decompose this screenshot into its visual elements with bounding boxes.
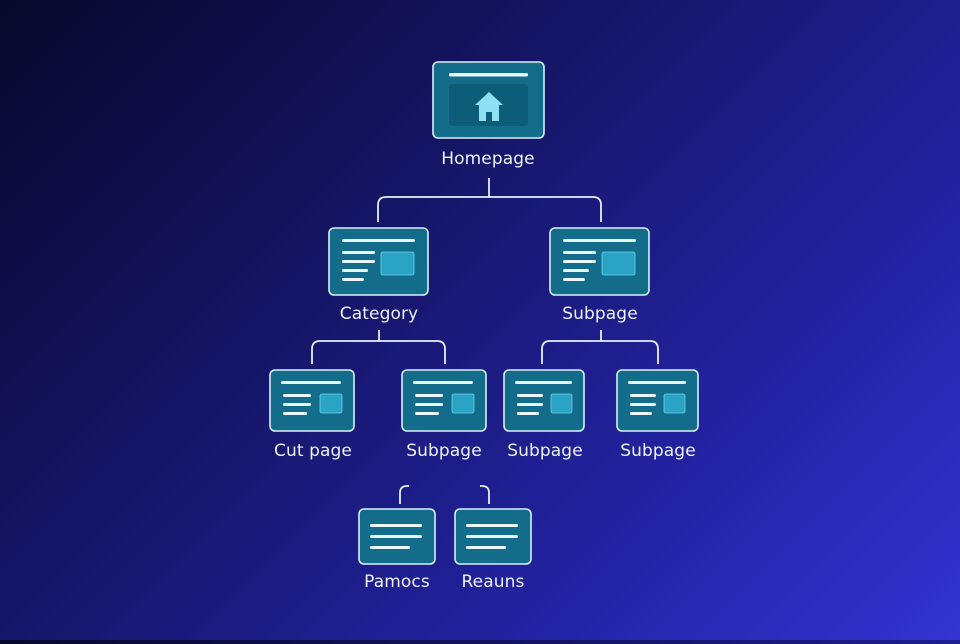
label-subpage-right-a: Subpage (507, 441, 583, 461)
connector-subpage-right (541, 330, 659, 364)
label-homepage: Homepage (441, 149, 535, 169)
label-subpage-mid: Subpage (406, 441, 482, 461)
label-pamocs: Pamocs (364, 572, 430, 592)
label-subpage-right: Subpage (562, 304, 638, 324)
connector-category (311, 330, 446, 364)
node-subpage-right-b[interactable] (616, 369, 699, 432)
label-category: Category (339, 304, 419, 324)
label-cut-page: Cut page (274, 441, 352, 461)
connectors (311, 178, 659, 504)
node-pamocs[interactable] (358, 508, 436, 565)
label-subpage-right-b: Subpage (620, 441, 696, 461)
node-category[interactable] (328, 227, 429, 296)
image-placeholder-icon (319, 393, 343, 414)
home-icon (475, 92, 503, 121)
image-placeholder-icon (550, 393, 573, 414)
image-placeholder-icon (601, 251, 636, 276)
connector-subpage-mid (399, 485, 490, 504)
node-subpage-right[interactable] (549, 227, 650, 296)
node-cut-page[interactable] (269, 369, 355, 432)
node-homepage[interactable] (432, 61, 545, 139)
node-reauns[interactable] (454, 508, 532, 565)
connector-root (377, 178, 602, 222)
image-placeholder-icon (451, 393, 475, 414)
image-placeholder-icon (663, 393, 686, 414)
label-reauns: Reauns (461, 572, 525, 592)
node-subpage-mid[interactable] (401, 369, 487, 432)
node-subpage-right-a[interactable] (503, 369, 585, 432)
image-placeholder-icon (380, 251, 415, 276)
